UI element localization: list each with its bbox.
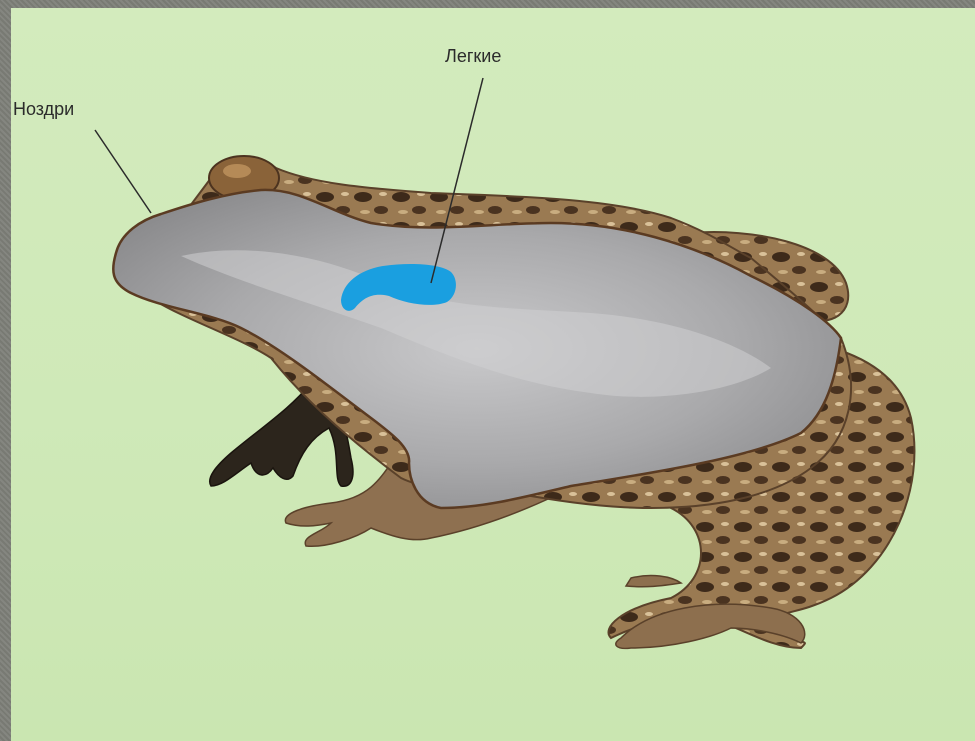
label-lungs: Легкие — [445, 46, 501, 67]
frog-hind-toe — [626, 576, 681, 587]
nostrils-leader-line — [95, 130, 151, 213]
frog-anatomy-diagram — [11, 8, 975, 741]
frog-eye-highlight — [223, 164, 251, 178]
label-nostrils: Ноздри — [13, 99, 74, 120]
diagram-panel: Ноздри Легкие — [11, 8, 975, 741]
